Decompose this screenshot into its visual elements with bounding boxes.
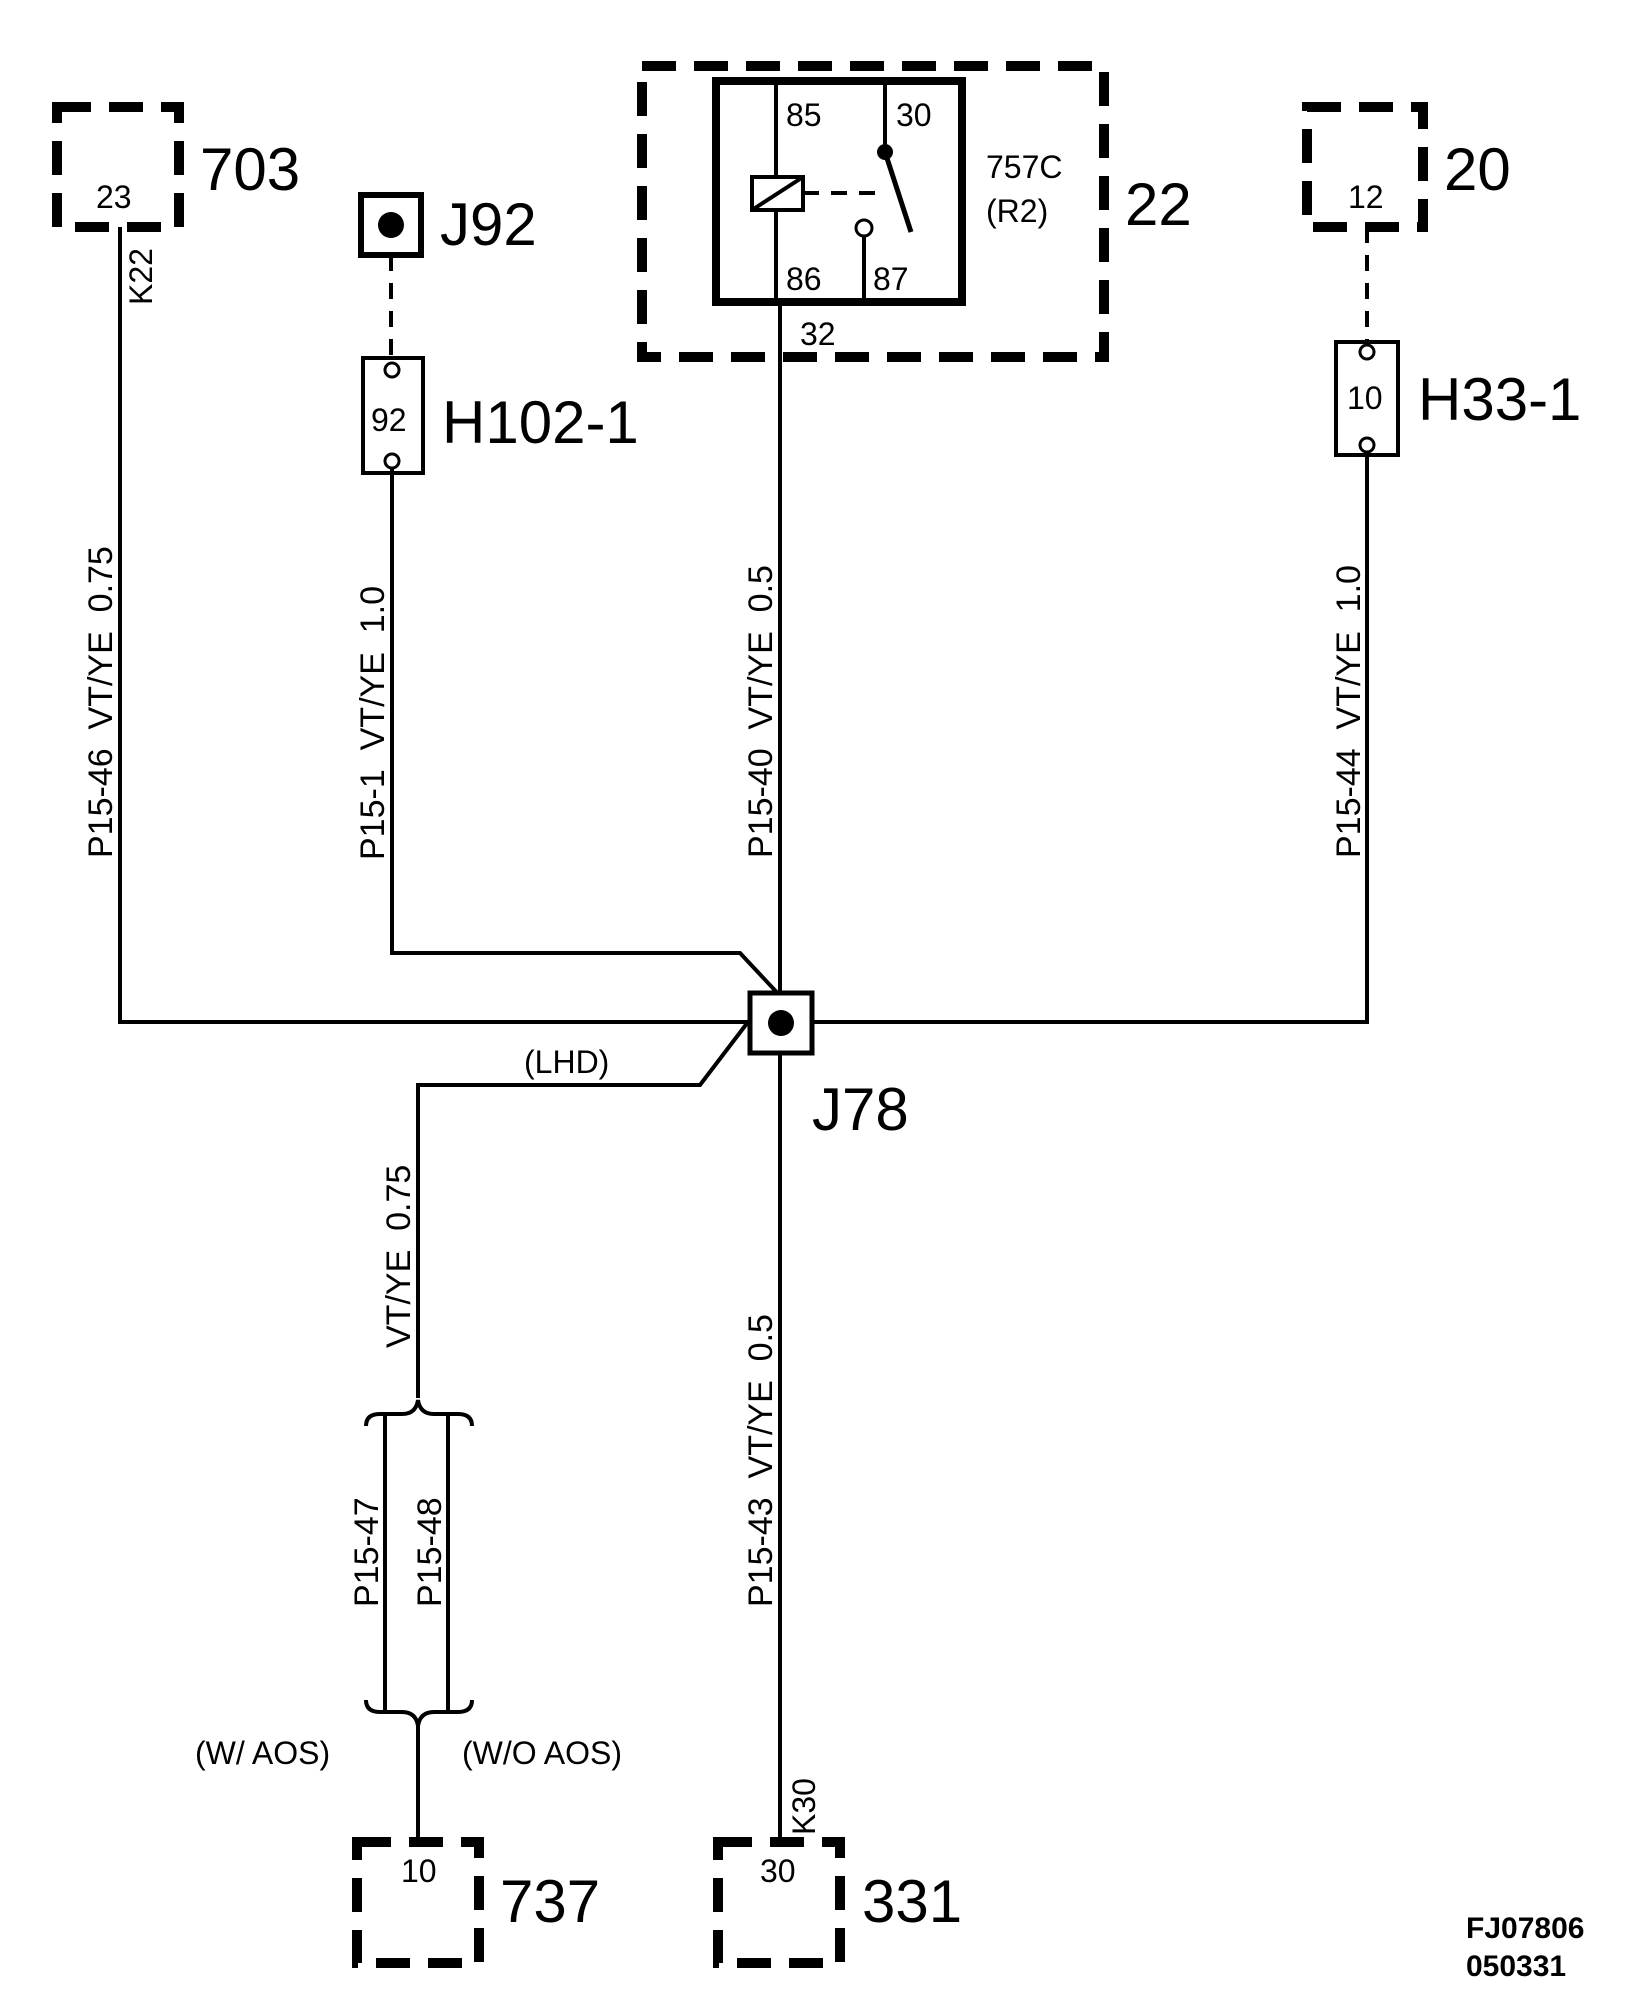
connector-703-label: 703 — [200, 136, 300, 203]
inline-connector-h33: 10 H33-1 — [1334, 340, 1581, 457]
wire-p15-46 — [118, 227, 750, 1024]
wire-label-p15-46: P15-46 VT/YE 0.75 — [82, 546, 120, 858]
connector-331-pin: 30 — [760, 1853, 796, 1889]
relay-757c-body — [712, 77, 966, 306]
wire-label-p15-43: P15-43 VT/YE 0.5 — [742, 1314, 780, 1607]
inline-connector-h102-pin-bottom — [383, 452, 401, 470]
connector-703-pin: 23 — [96, 179, 132, 215]
wire-p15-44 — [812, 452, 1369, 1024]
drawing-reference-date: 050331 — [1466, 1950, 1566, 1983]
connector-703-wire-code: K22 — [123, 248, 159, 305]
connector-703-outline — [52, 102, 184, 232]
inline-connector-h102-pin: 92 — [371, 402, 407, 438]
connector-737-outline — [352, 1837, 484, 1968]
relay-pin-30: 30 — [896, 97, 932, 133]
wire-label-p15-48: P15-48 — [411, 1497, 449, 1607]
drawing-reference-code: FJ07806 — [1466, 1912, 1584, 1945]
connector-331-outline — [713, 1837, 845, 1968]
relay-code: (R2) — [986, 193, 1048, 229]
connector-20-label: 20 — [1444, 136, 1511, 203]
splice-j78: J78 — [747, 990, 909, 1143]
connector-737: 10 737 — [352, 1837, 600, 1968]
splice-j92: J92 — [358, 191, 537, 258]
wire-label-p15-44: P15-44 VT/YE 1.0 — [1330, 565, 1368, 858]
relay-pin-86: 86 — [786, 261, 822, 297]
inline-connector-h102-pin-top — [383, 361, 401, 379]
inline-connector-h102: 92 H102-1 — [361, 356, 639, 475]
splice-j92-label: J92 — [440, 191, 537, 258]
relay-block-label: 22 — [1125, 171, 1192, 238]
relay-contact-87 — [854, 218, 874, 238]
connector-737-label: 737 — [500, 1868, 600, 1935]
wire-label-p15-1: P15-1 VT/YE 1.0 — [354, 586, 392, 860]
relay-output-pin: 32 — [800, 316, 836, 352]
aos-bracket-bottom — [364, 1699, 474, 1727]
connector-703: 23 703 K22 — [52, 102, 300, 305]
wire-label-p15-47: P15-47 — [348, 1497, 386, 1607]
wire-p15-1 — [390, 468, 786, 1002]
connector-20-pin: 12 — [1348, 179, 1384, 215]
connector-331: 30 331 K30 — [713, 1778, 962, 1968]
option-with-aos: (W/ AOS) — [195, 1735, 330, 1771]
connector-20: 12 20 — [1302, 102, 1511, 232]
inline-connector-h33-label: H33-1 — [1418, 366, 1581, 433]
inline-connector-h33-pin-bottom — [1358, 436, 1376, 454]
wire-label-p15-40: P15-40 VT/YE 0.5 — [742, 565, 780, 858]
aos-option-bracket: (W/ AOS) (W/O AOS) — [195, 1399, 622, 1840]
relay-coil-slash — [750, 175, 805, 212]
relay-block-22: 22 85 30 86 87 757C (R2) 32 — [637, 61, 1192, 362]
inline-connector-h102-label: H102-1 — [442, 389, 639, 456]
option-without-aos: (W/O AOS) — [462, 1735, 622, 1771]
relay-block-outline — [637, 61, 1109, 362]
splice-j92-dot — [378, 212, 404, 238]
connector-331-label: 331 — [862, 1868, 962, 1935]
connector-737-pin: 10 — [401, 1853, 437, 1889]
wire-lhd-branch — [416, 1020, 750, 1398]
inline-connector-h33-pin-top — [1358, 343, 1376, 361]
inline-connector-h33-pin: 10 — [1347, 380, 1383, 416]
relay-switch-arm — [882, 151, 914, 233]
inline-connector-h33-body — [1334, 340, 1400, 457]
relay-pin-85: 85 — [786, 97, 822, 133]
splice-j78-label: J78 — [812, 1076, 909, 1143]
wire-label-lhd-branch: VT/YE 0.75 — [380, 1165, 418, 1348]
connector-331-wire-code: K30 — [786, 1778, 822, 1835]
option-lhd: (LHD) — [524, 1044, 609, 1080]
relay-pin-87: 87 — [873, 261, 909, 297]
relay-name: 757C — [986, 149, 1063, 185]
aos-bracket-top — [364, 1399, 474, 1427]
splice-j78-dot — [768, 1010, 794, 1036]
